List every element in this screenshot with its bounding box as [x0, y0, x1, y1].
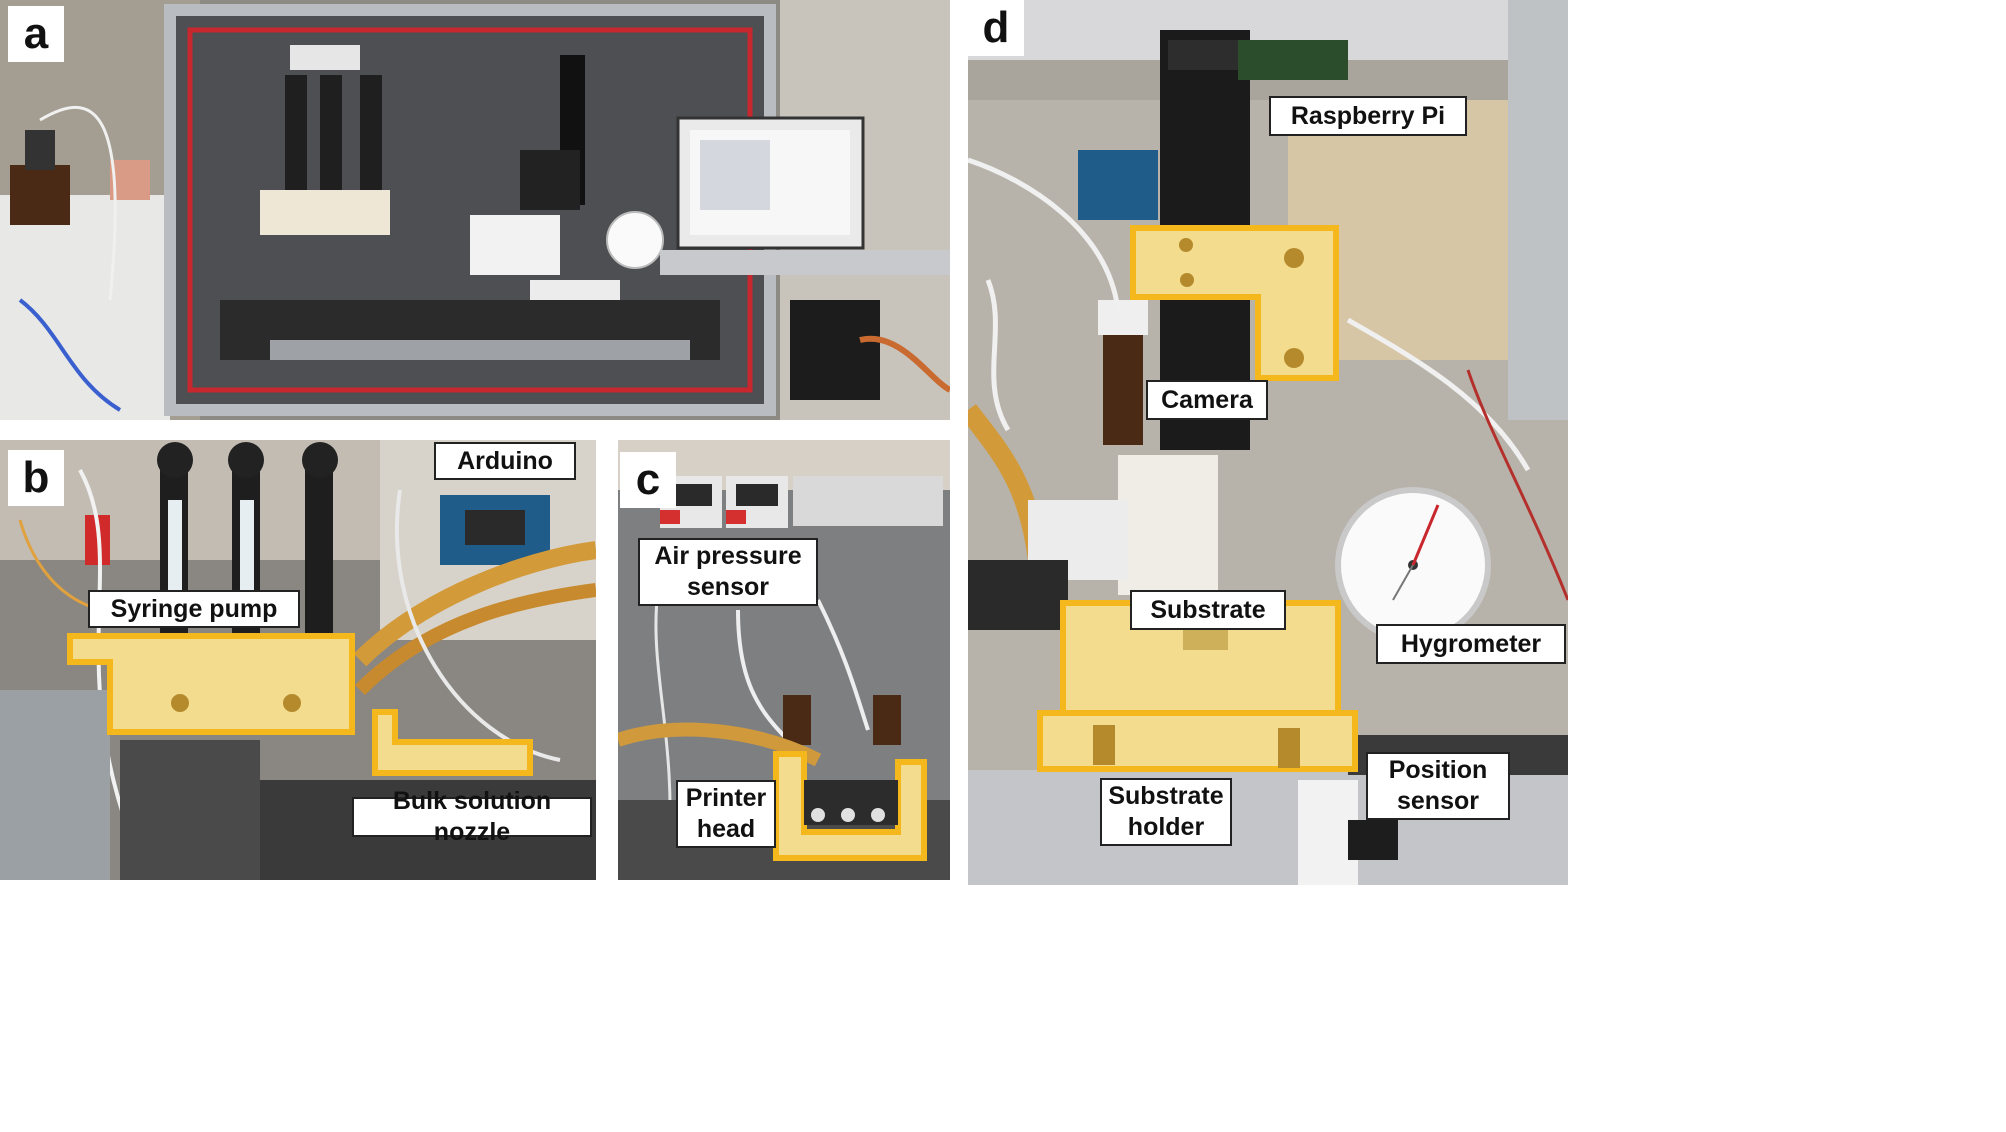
- syringe-pump-label: Syringe pump: [88, 590, 300, 628]
- position-sensor-line2: sensor: [1397, 787, 1479, 815]
- air-pressure-sensor-line1: Air pressure: [654, 542, 802, 570]
- syringe-pump-photo: [0, 440, 596, 880]
- position-sensor-line1: Position: [1388, 756, 1488, 784]
- substrate-label: Substrate: [1130, 590, 1286, 630]
- printer-head-photo: [618, 440, 950, 880]
- arduino-label: Arduino: [434, 442, 576, 480]
- substrate-holder-line1: Substrate: [1108, 782, 1224, 810]
- position-sensor-label: Position sensor: [1366, 752, 1510, 820]
- panel-a-photo: a: [0, 0, 950, 420]
- air-pressure-sensor-line2: sensor: [687, 573, 769, 601]
- substrate-holder-line2: holder: [1127, 813, 1205, 841]
- panel-b-label: b: [8, 450, 64, 506]
- substrate-holder-label: Substrate holder: [1100, 778, 1232, 846]
- air-pressure-sensor-label: Air pressure sensor: [638, 538, 818, 606]
- panel-c-label: c: [620, 452, 676, 508]
- hygrometer-label: Hygrometer: [1376, 624, 1566, 664]
- panel-d-label: d: [968, 0, 1024, 56]
- panel-a-label: a: [8, 6, 64, 62]
- printer-head-label: Printer head: [676, 780, 776, 848]
- printer-head-line2: head: [696, 815, 756, 843]
- printer-head-line1: Printer: [685, 784, 767, 812]
- raspberry-pi-label: Raspberry Pi: [1269, 96, 1467, 136]
- printer-enclosure-photo: [0, 0, 950, 420]
- panel-b-photo: b: [0, 440, 596, 880]
- panel-c-photo: c: [618, 440, 950, 880]
- bulk-solution-nozzle-label: Bulk solution nozzle: [352, 787, 592, 846]
- camera-label: Camera: [1146, 380, 1268, 420]
